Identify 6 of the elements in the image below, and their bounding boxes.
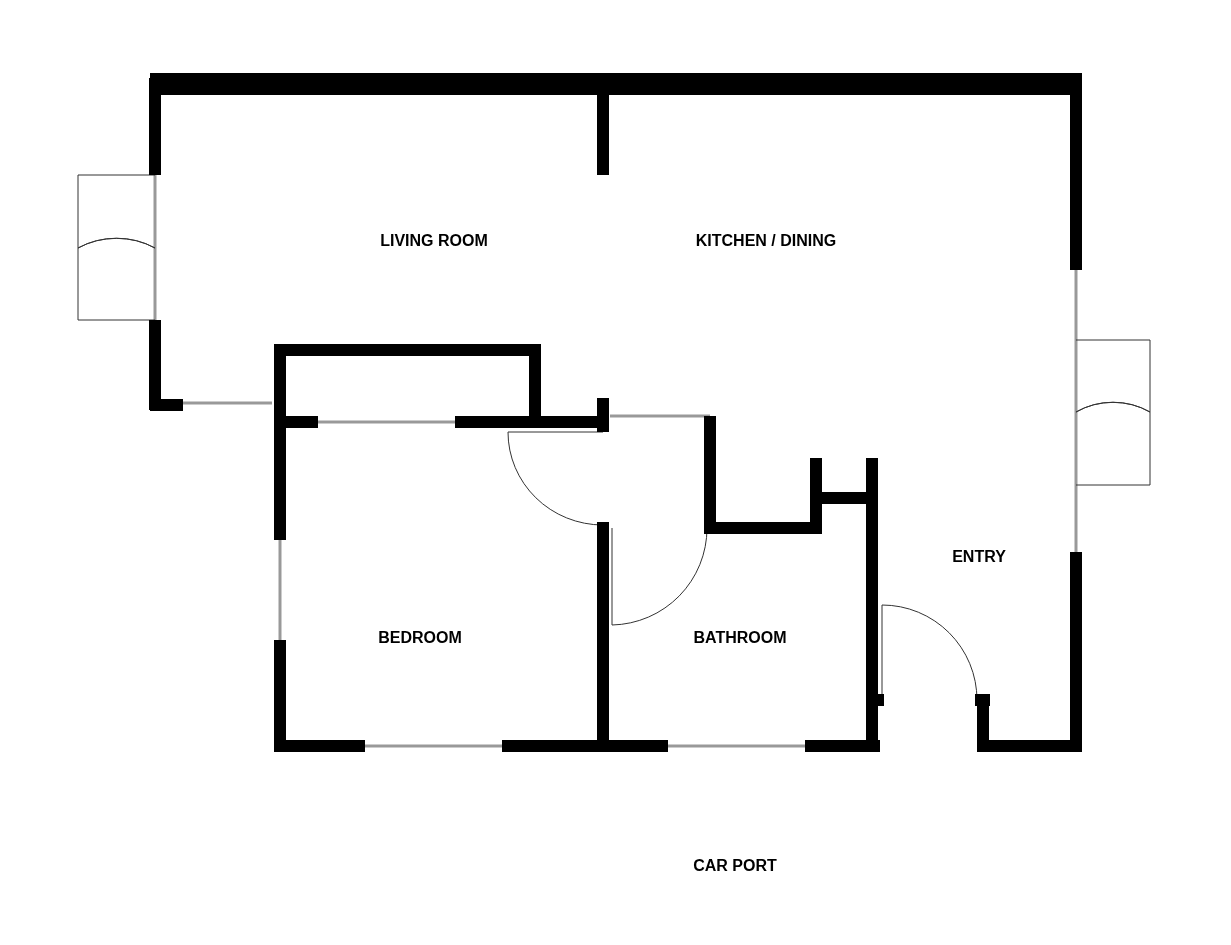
room-label: CAR PORT <box>693 856 777 876</box>
room-label: LIVING ROOM <box>380 231 488 251</box>
room-label: BATHROOM <box>693 628 787 648</box>
room-label: KITCHEN / DINING <box>695 231 837 251</box>
room-label: BEDROOM <box>378 628 462 648</box>
room-label: ENTRY <box>952 547 1006 567</box>
